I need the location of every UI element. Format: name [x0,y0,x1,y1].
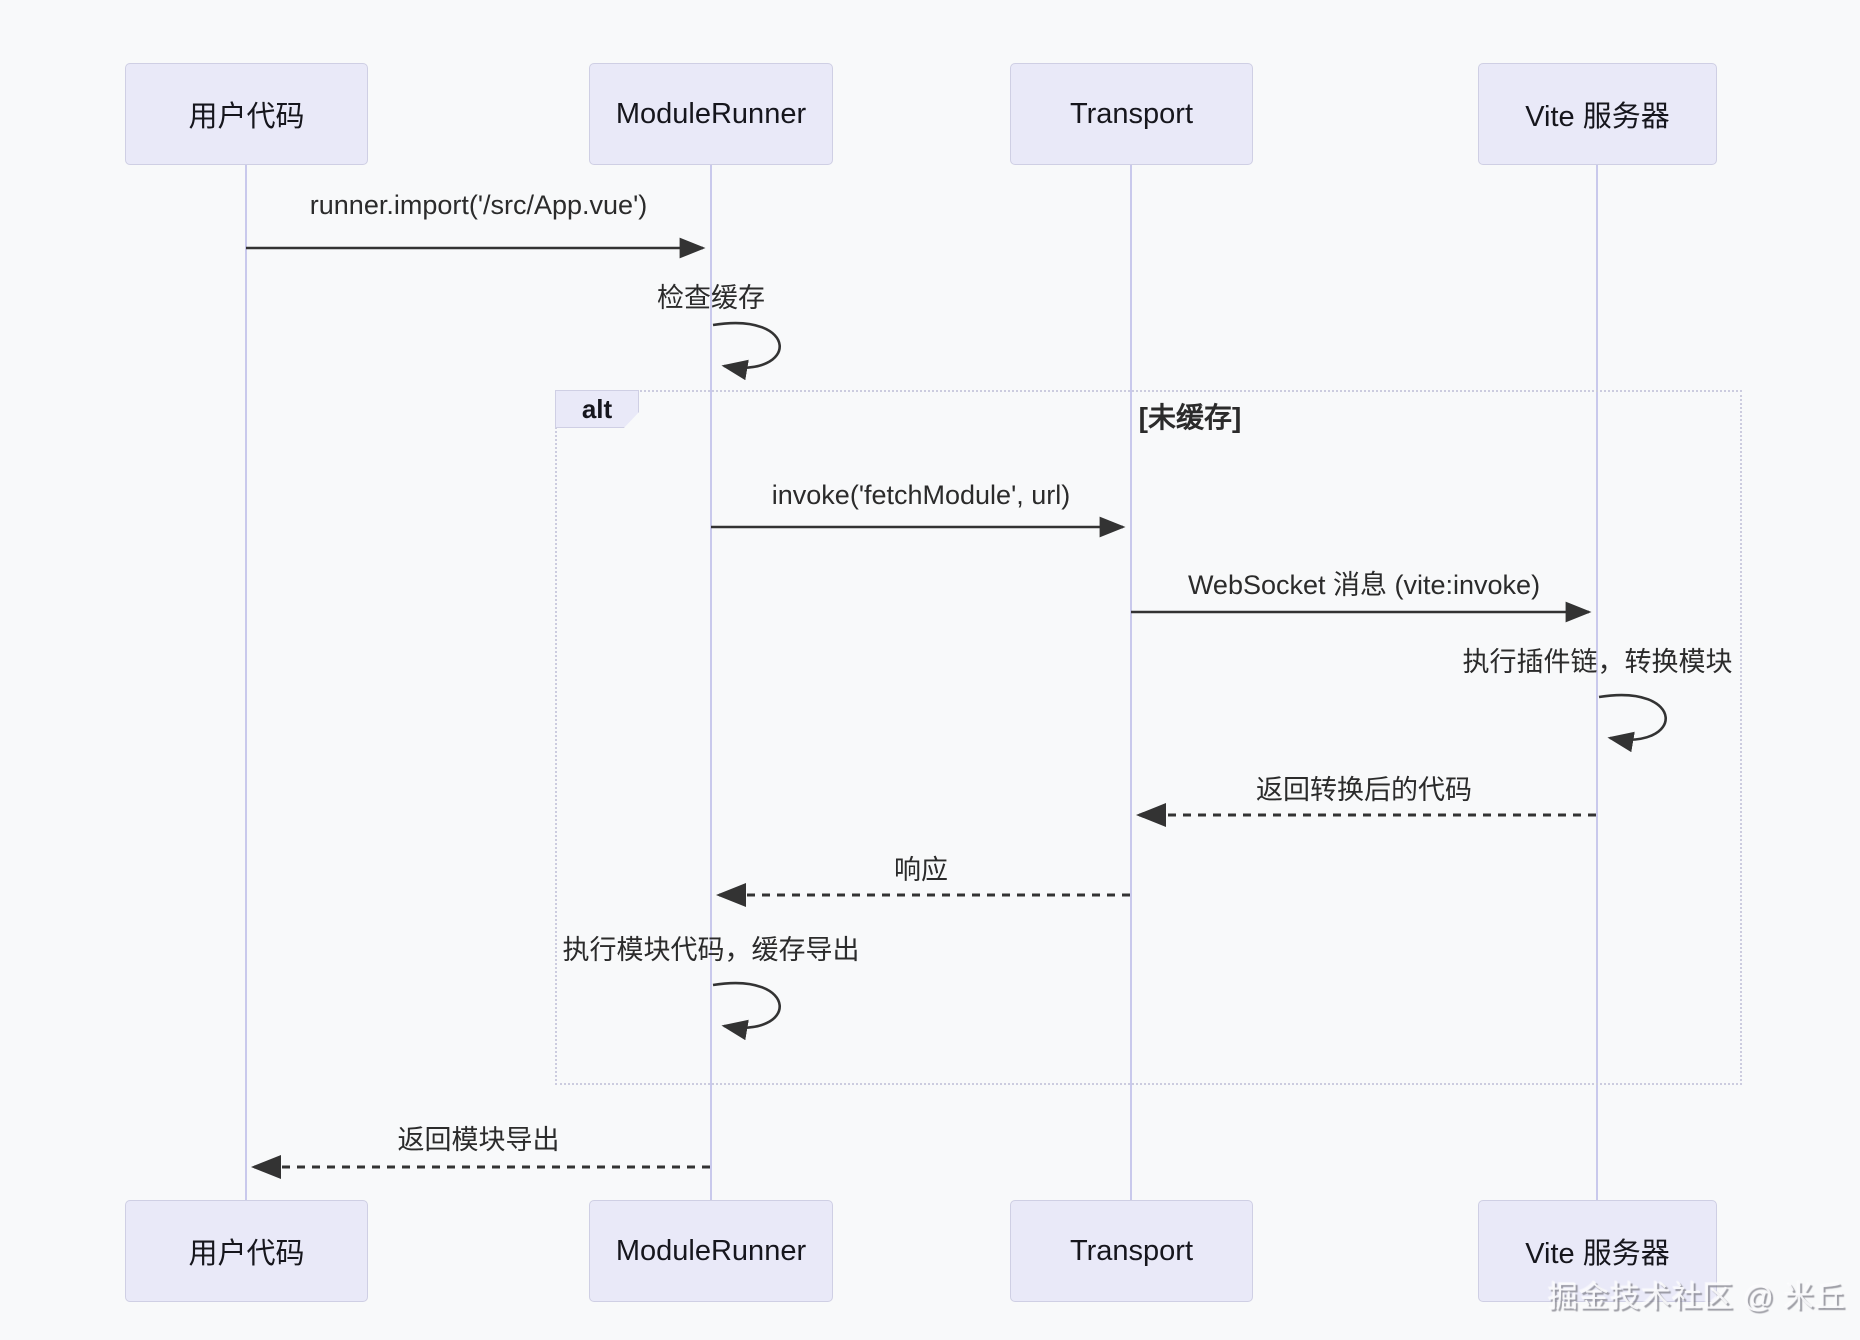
self-loop-plugin-chain [1598,693,1667,753]
participant-bottom-vite-server: Vite 服务器 [1478,1200,1717,1302]
participant-top-vite-server: Vite 服务器 [1478,63,1717,165]
lifeline-transport [1130,165,1132,1200]
participant-label: ModuleRunner [615,97,807,130]
message-label-invoke-fetch: invoke('fetchModule', url) [771,480,1071,510]
participant-label: 用户代码 [188,1238,305,1270]
message-label-return-exports: 返回模块导出 [397,1125,560,1155]
message-label-exec-module: 执行模块代码，缓存导出 [562,935,860,965]
participant-top-user-code: 用户代码 [125,63,368,165]
lifeline-module-runner [710,165,712,1200]
participant-label: ModuleRunner [615,1234,807,1267]
message-label-return-code: 返回转换后的代码 [1256,775,1472,805]
alt-label-text: alt [581,393,613,424]
participant-label: Vite 服务器 [1525,101,1670,133]
self-loop-check-cache [712,321,781,381]
participant-bottom-user-code: 用户代码 [125,1200,368,1302]
message-label-plugin-chain: 执行插件链，转换模块 [1462,647,1733,677]
alt-condition-label: [未缓存] [1138,402,1242,433]
message-label-import-call: runner.import('/src/App.vue') [309,190,648,220]
participant-label: Transport [1069,97,1194,130]
participant-bottom-transport: Transport [1010,1200,1253,1302]
self-loop-exec-module [712,981,781,1041]
alt-fragment-frame [555,390,1742,1085]
message-label-ws-message: WebSocket 消息 (vite:invoke) [1187,570,1541,600]
message-label-check-cache: 检查缓存 [657,283,765,313]
lifeline-vite-server [1596,165,1598,1200]
participant-top-transport: Transport [1010,63,1253,165]
participant-label: 用户代码 [188,101,305,133]
message-label-response: 响应 [894,855,948,885]
participant-top-module-runner: ModuleRunner [589,63,833,165]
watermark-text: 掘金技术社区 @ 米丘 [1547,1281,1846,1314]
lifeline-user-code [245,165,247,1200]
participant-bottom-module-runner: ModuleRunner [589,1200,833,1302]
alt-fragment-label: alt [555,390,639,428]
participant-label: Vite 服务器 [1525,1238,1670,1270]
participant-label: Transport [1069,1234,1194,1267]
